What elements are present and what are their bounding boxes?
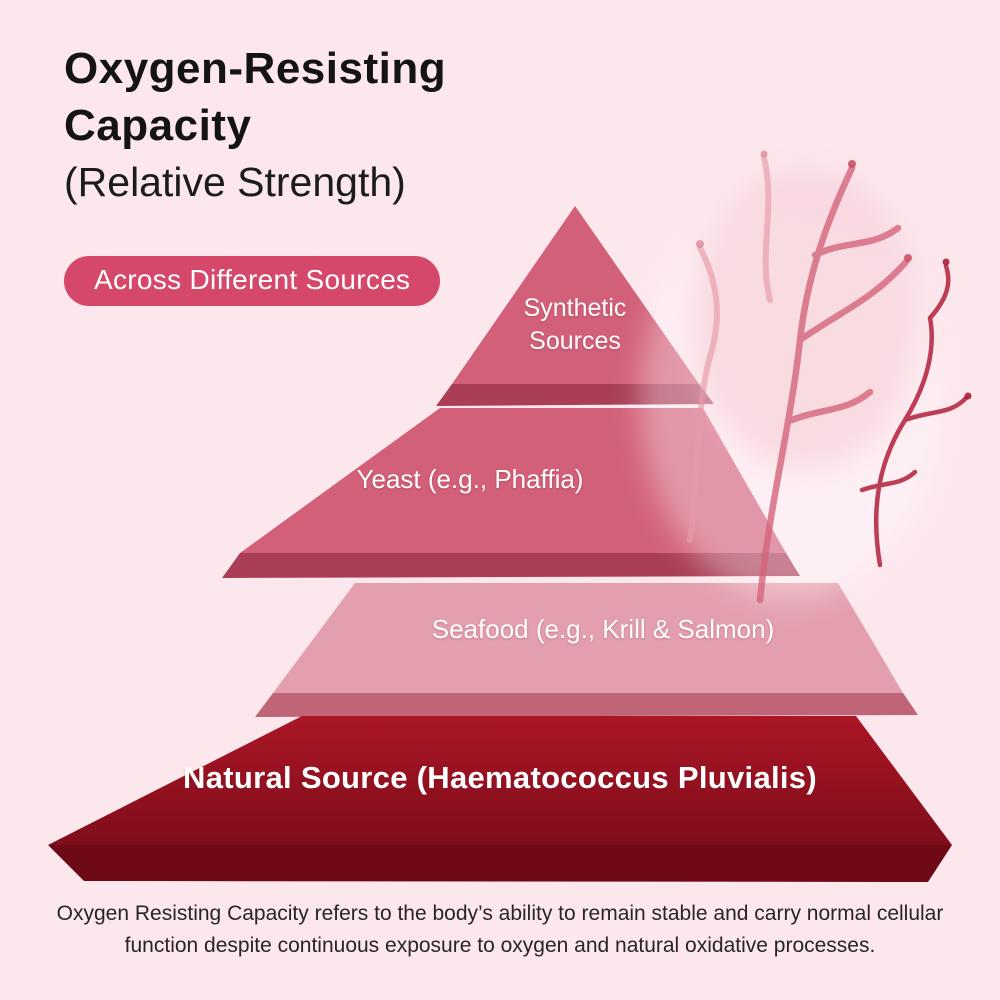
- tier-4-label: Natural Source (Haematococcus Pluvialis): [183, 760, 817, 795]
- tier-1-face: [452, 206, 699, 384]
- footer-description: Oxygen Resisting Capacity refers to the …: [56, 902, 944, 957]
- seaweed-buds: [696, 150, 972, 400]
- tier-2-label: Yeast (e.g., Phaffia): [356, 464, 584, 494]
- page-subtitle: (Relative Strength): [64, 159, 406, 205]
- tier-4-face: [48, 716, 952, 845]
- tier-2-edge: [222, 553, 800, 578]
- seaweed-bud: [904, 254, 912, 262]
- seaweed-bud: [964, 392, 972, 400]
- tier-1-label: Synthetic Sources: [523, 294, 627, 355]
- seaweed-bud: [760, 150, 768, 158]
- seaweed-bud: [848, 160, 856, 168]
- seaweed-illustration: [640, 150, 972, 604]
- seaweed-bud: [696, 240, 704, 248]
- title-block: Oxygen-Resisting Capacity (Relative Stre…: [64, 40, 446, 210]
- page-title-line2: Capacity: [64, 101, 252, 150]
- tier-3-edge: [255, 693, 918, 717]
- tier-3-face: [273, 583, 903, 693]
- seaweed-branch-light: [687, 155, 773, 543]
- tier-3-label: Seafood (e.g., Krill & Salmon): [431, 614, 775, 644]
- sources-badge: Across Different Sources: [64, 256, 441, 306]
- seaweed-bud: [942, 258, 950, 266]
- page-title-line1: Oxygen-Resisting: [64, 44, 447, 93]
- seaweed-branch-mid: [756, 164, 910, 604]
- seaweed-branch-deep: [859, 263, 969, 568]
- tier-4-edge: [48, 845, 952, 882]
